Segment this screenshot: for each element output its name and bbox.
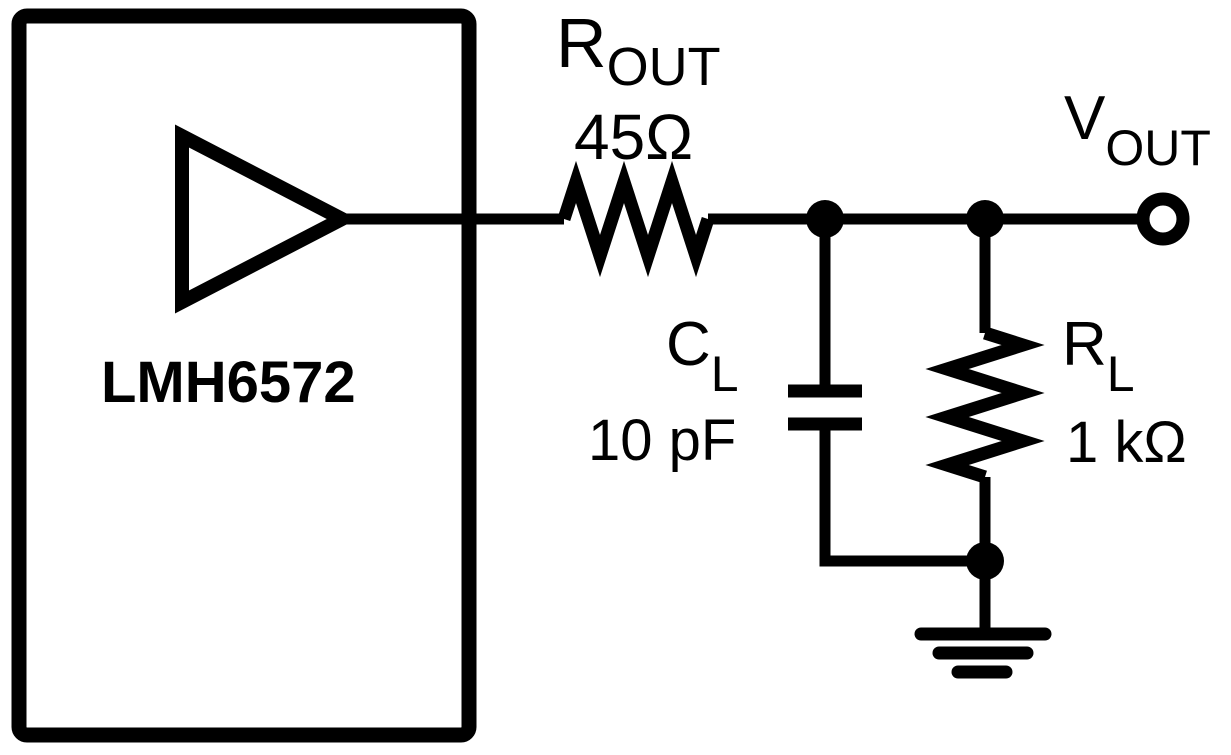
vout-subscript: OUT: [1105, 120, 1211, 176]
rout-label: ROUT: [556, 8, 721, 94]
rl-subscript: L: [1106, 346, 1135, 402]
ground-icon: [914, 627, 1052, 679]
rl-value: 1 kΩ: [1066, 410, 1187, 475]
cl-label: CL: [666, 314, 739, 402]
buffer-triangle-icon: [175, 124, 358, 314]
resistor-rout-symbol: [557, 160, 715, 278]
junction-dot-cl: [806, 200, 844, 238]
rout-ref: R: [556, 4, 607, 82]
vout-ref: V: [1064, 84, 1106, 153]
wire-cl-to-ground-node: [819, 424, 985, 567]
junction-dot-ground: [966, 542, 1004, 580]
cl-ref: C: [666, 310, 711, 379]
rout-value: 45Ω: [574, 101, 694, 173]
junction-dot-rl: [966, 200, 1004, 238]
rl-label: RL: [1062, 314, 1135, 402]
rl-ref: R: [1062, 310, 1107, 379]
vout-label: VOUT: [1064, 88, 1211, 176]
amplifier-part-number: LMH6572: [101, 350, 356, 415]
cl-value: 10 pF: [588, 408, 737, 473]
rout-subscript: OUT: [606, 37, 721, 97]
amplifier-box: [11, 8, 477, 743]
cl-subscript: L: [710, 346, 739, 402]
resistor-rl-symbol: [925, 326, 1045, 484]
vout-terminal-icon: [1136, 192, 1190, 246]
